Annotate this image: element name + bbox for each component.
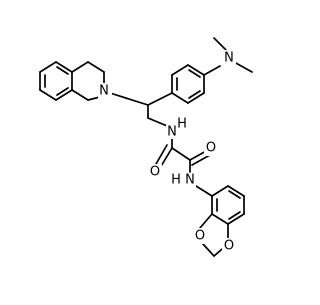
atom-label-h-lower: H <box>171 173 181 188</box>
bond <box>147 92 173 106</box>
bond <box>187 92 205 104</box>
atom-label-n-dimethylamino: N <box>224 51 234 66</box>
atom-label-h-upper: H <box>177 117 187 132</box>
bond <box>71 61 89 73</box>
bond <box>109 92 149 106</box>
bond <box>233 61 253 73</box>
bond <box>211 185 229 197</box>
atom-label-o-right: O <box>206 141 216 156</box>
molecule-canvas: N N H N H N O O O O <box>39 37 253 257</box>
bond <box>227 185 245 197</box>
bonds <box>39 37 253 257</box>
bond <box>199 213 213 229</box>
bond-double-inner <box>56 87 69 96</box>
bond <box>191 154 211 166</box>
bond <box>39 89 57 101</box>
bond <box>39 61 57 73</box>
bond-double-inner <box>228 211 241 220</box>
atom-label-o-dioxole-right: O <box>224 239 234 254</box>
bond <box>55 89 73 101</box>
bond-double-inner <box>188 69 201 78</box>
atom-labels: N N H N H N O O O O <box>98 50 236 254</box>
atom-label-o-left: O <box>150 165 160 180</box>
bond <box>213 37 227 51</box>
bond <box>71 89 89 101</box>
bond-double-inner <box>188 90 201 99</box>
atom-label-o-dioxole-left: O <box>195 229 205 244</box>
bond <box>202 243 215 257</box>
molecule-structure: N N H N H N O O O O <box>39 37 253 257</box>
bond <box>55 61 73 73</box>
atom-label-n-lower: N <box>185 173 195 188</box>
bond <box>155 144 168 165</box>
bond <box>187 64 205 76</box>
bond <box>171 147 191 161</box>
atom-label-n-upper: N <box>167 125 177 140</box>
bond-double-inner <box>228 190 241 199</box>
bond <box>87 61 105 73</box>
atom-label-n-isoquinoline: N <box>99 84 109 99</box>
bond <box>211 213 229 225</box>
bond <box>195 185 213 197</box>
bond <box>171 92 189 104</box>
bond <box>203 65 221 76</box>
bond-double-inner <box>56 66 69 75</box>
bond <box>171 64 189 76</box>
bond <box>227 213 245 225</box>
